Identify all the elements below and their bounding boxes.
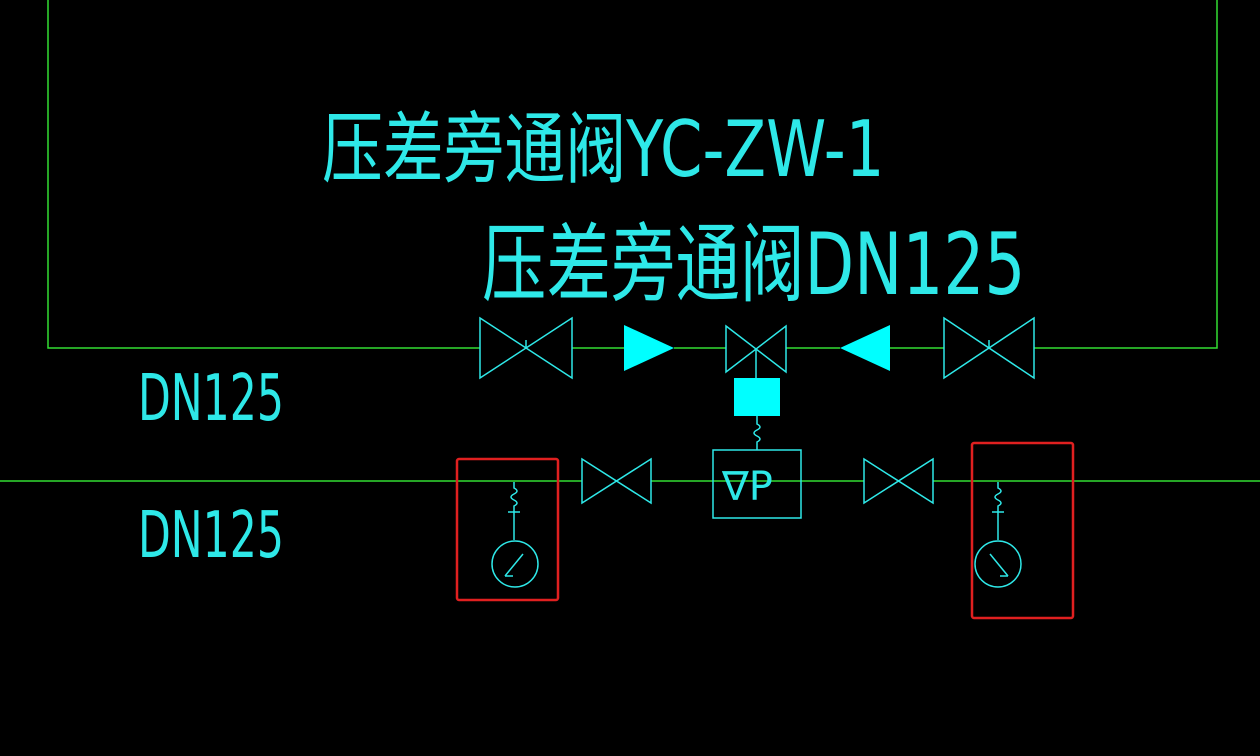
- pressure-gauge-right: [974, 482, 1022, 588]
- highlight-box-right-gauge: [970, 441, 1075, 620]
- pressure-gauge-left: [491, 482, 539, 588]
- pipe-label-lower: DN125: [138, 499, 284, 573]
- valve-model-title: 压差旁通阀YC-ZW-1: [322, 105, 884, 195]
- impulse-line-spring: [753, 416, 761, 450]
- flow-arrow-left: [840, 325, 890, 371]
- pipe-label-upper: DN125: [138, 362, 284, 436]
- dp-label: ∇P: [721, 464, 773, 510]
- highlight-box-left-gauge: [455, 457, 560, 602]
- valve-actuator: [734, 378, 780, 416]
- gate-valve-upper-left: [479, 316, 573, 380]
- valve-size-title: 压差旁通阀DN125: [482, 214, 1025, 315]
- gate-valve-lower-right: [863, 457, 934, 505]
- upper-pipe-loop: [47, 0, 1218, 349]
- gate-valve-upper-right: [943, 316, 1035, 380]
- differential-pressure-bypass-valve: [725, 324, 787, 378]
- flow-arrow-right: [624, 325, 674, 371]
- differential-pressure-controller: [712, 449, 802, 519]
- gate-valve-lower-left: [581, 457, 652, 505]
